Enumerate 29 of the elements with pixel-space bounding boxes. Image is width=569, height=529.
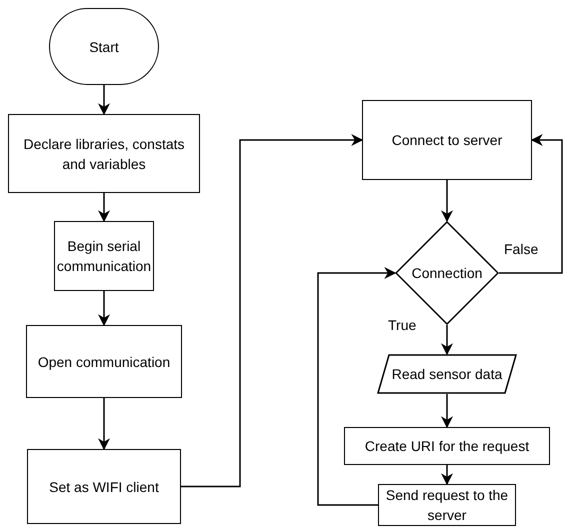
process-box bbox=[26, 325, 182, 398]
node-text: Begin serial communication bbox=[56, 237, 152, 276]
arrow bbox=[98, 291, 110, 326]
arrow bbox=[499, 134, 563, 274]
process-box bbox=[27, 449, 181, 524]
io-parallelogram bbox=[377, 354, 517, 394]
arrow bbox=[441, 325, 453, 356]
arrow bbox=[181, 134, 364, 488]
arrow bbox=[317, 267, 396, 506]
node-text: Read sensor data bbox=[392, 365, 502, 384]
node-text: Open communication bbox=[38, 352, 170, 372]
node-text: Connect to server bbox=[392, 131, 502, 150]
arrow bbox=[98, 193, 110, 222]
arrow bbox=[441, 465, 453, 486]
process-box bbox=[378, 484, 516, 526]
arrow bbox=[441, 394, 453, 428]
arrow bbox=[441, 180, 453, 222]
node-text: Send request to the server bbox=[384, 486, 510, 525]
process-box bbox=[362, 100, 532, 180]
node-text: Set as WIFI client bbox=[49, 478, 159, 496]
node-text: Create URI for the request bbox=[364, 437, 530, 456]
process-box bbox=[344, 427, 550, 465]
process-box bbox=[54, 221, 154, 291]
node-text: Connection bbox=[412, 264, 482, 283]
arrow bbox=[98, 85, 110, 116]
arrow bbox=[98, 398, 110, 450]
node-text: Start bbox=[89, 38, 119, 56]
process-box bbox=[8, 114, 200, 193]
node-text: Declare libraries, constats and variables bbox=[22, 134, 186, 174]
